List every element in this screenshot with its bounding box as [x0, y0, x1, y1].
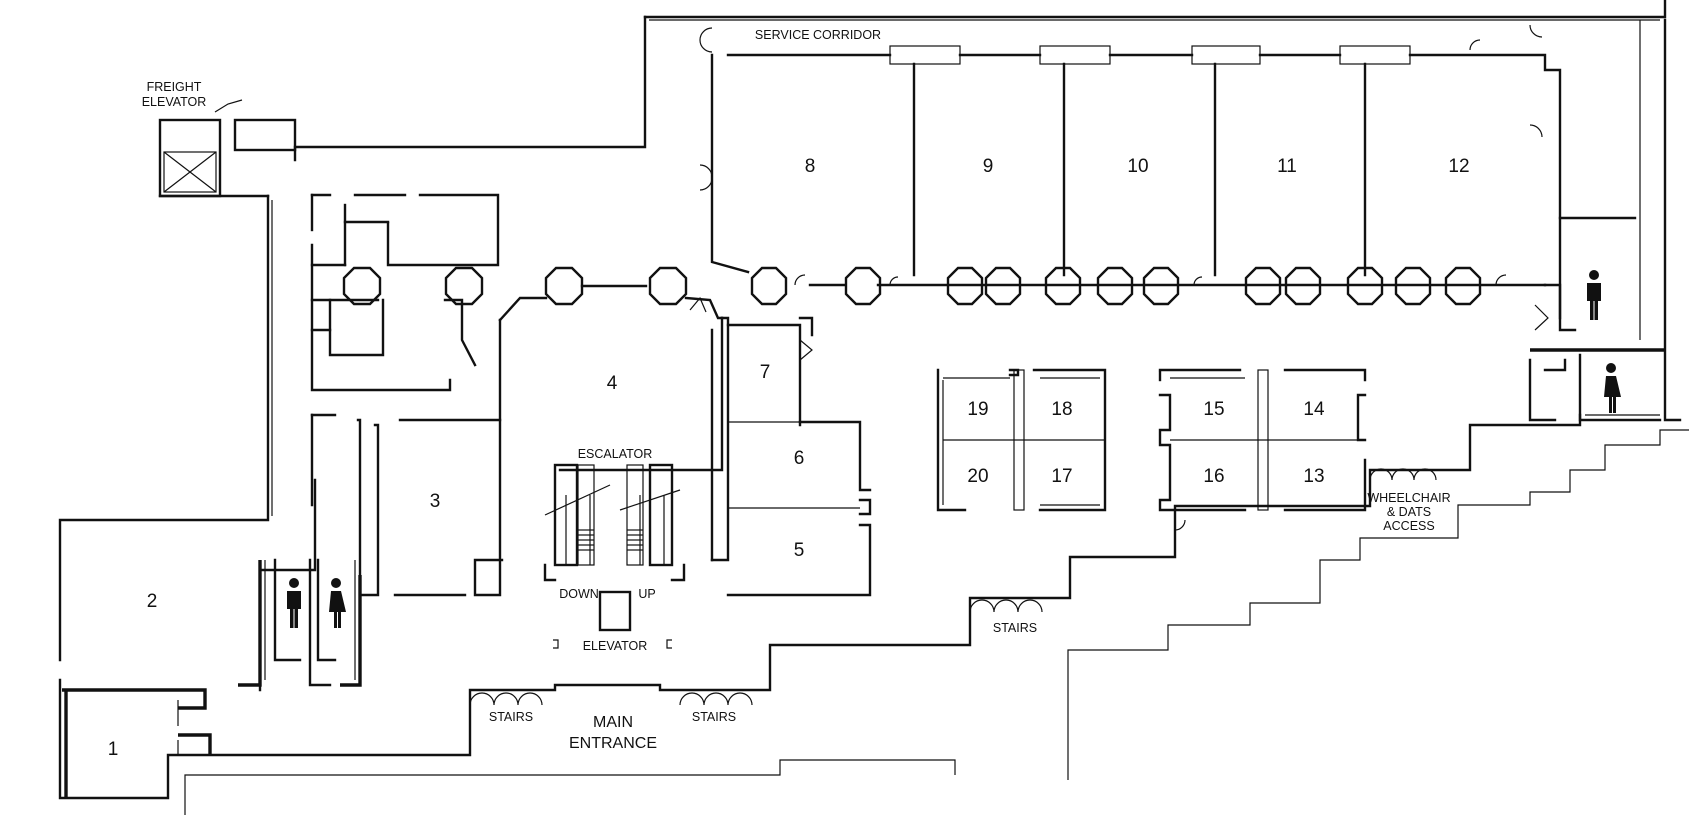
stairs-label: STAIRS [692, 710, 736, 724]
stairs-label: STAIRS [489, 710, 533, 724]
room-number: 3 [430, 491, 441, 512]
escalator-up-label: UP [638, 587, 655, 601]
restrooms-west [238, 558, 362, 687]
door-swings [699, 24, 1543, 286]
woman-icon [1604, 363, 1621, 413]
wheelchair-access-label: WHEELCHAIR [1367, 491, 1450, 505]
freight-elevator-label: ELEVATOR [142, 95, 207, 109]
freight-elevator [158, 99, 297, 198]
wheelchair-access-label: & DATS [1387, 505, 1431, 519]
room-number: 19 [967, 399, 988, 420]
main-entrance-label: MAIN [593, 714, 633, 731]
main-entrance-label: ENTRANCE [569, 735, 657, 752]
columns-row [750, 266, 1482, 306]
room-1 [62, 688, 212, 798]
stairs-label: STAIRS [993, 621, 1037, 635]
room-number: 10 [1127, 156, 1148, 177]
room-number: 4 [607, 373, 618, 394]
room-number: 17 [1051, 466, 1072, 487]
room-number: 13 [1303, 466, 1324, 487]
room-number: 8 [805, 156, 816, 177]
man-icon [1587, 270, 1601, 320]
room-number: 15 [1203, 399, 1224, 420]
stairs [469, 468, 1437, 706]
elevator-label: ELEVATOR [583, 639, 648, 653]
wheelchair-access-label: ACCESS [1383, 519, 1434, 533]
man-icon [287, 578, 301, 628]
room-number: 14 [1303, 399, 1325, 420]
room-number: 11 [1277, 156, 1297, 177]
room-number: 18 [1051, 399, 1072, 420]
service-corridor-label: SERVICE CORRIDOR [755, 28, 881, 42]
escalator-treads [578, 529, 643, 551]
woman-icon [329, 578, 346, 628]
plan-labels: FREIGHT ELEVATOR SERVICE CORRIDOR ESCALA… [142, 28, 1451, 752]
escalator-down-label: DOWN [559, 587, 599, 601]
office-cluster [310, 193, 688, 392]
escalator-label: ESCALATOR [578, 447, 653, 461]
room-number: 12 [1448, 156, 1469, 177]
room-4 [498, 284, 730, 562]
room-3 [258, 318, 504, 692]
room-number: 6 [794, 448, 805, 469]
room-numbers: 1 2 3 4 5 6 7 8 9 10 11 12 13 14 15 16 1… [108, 156, 1470, 760]
escalator-bank [543, 463, 686, 649]
room-number: 1 [108, 739, 119, 760]
room-number: 2 [147, 591, 158, 612]
rooms-13-16 [1158, 368, 1367, 531]
rooms-17-20 [936, 368, 1107, 512]
room-number: 20 [967, 466, 988, 487]
room-number: 7 [760, 362, 771, 383]
room-number: 9 [983, 156, 994, 177]
room-number: 5 [794, 540, 805, 561]
meeting-rooms-8-12 [699, 24, 1562, 320]
restrooms-east [1528, 216, 1665, 422]
building-outline [58, 0, 1689, 815]
freight-elevator-label: FREIGHT [147, 80, 202, 94]
rooms-5-6-7 [726, 316, 872, 597]
room-number: 16 [1203, 466, 1224, 487]
